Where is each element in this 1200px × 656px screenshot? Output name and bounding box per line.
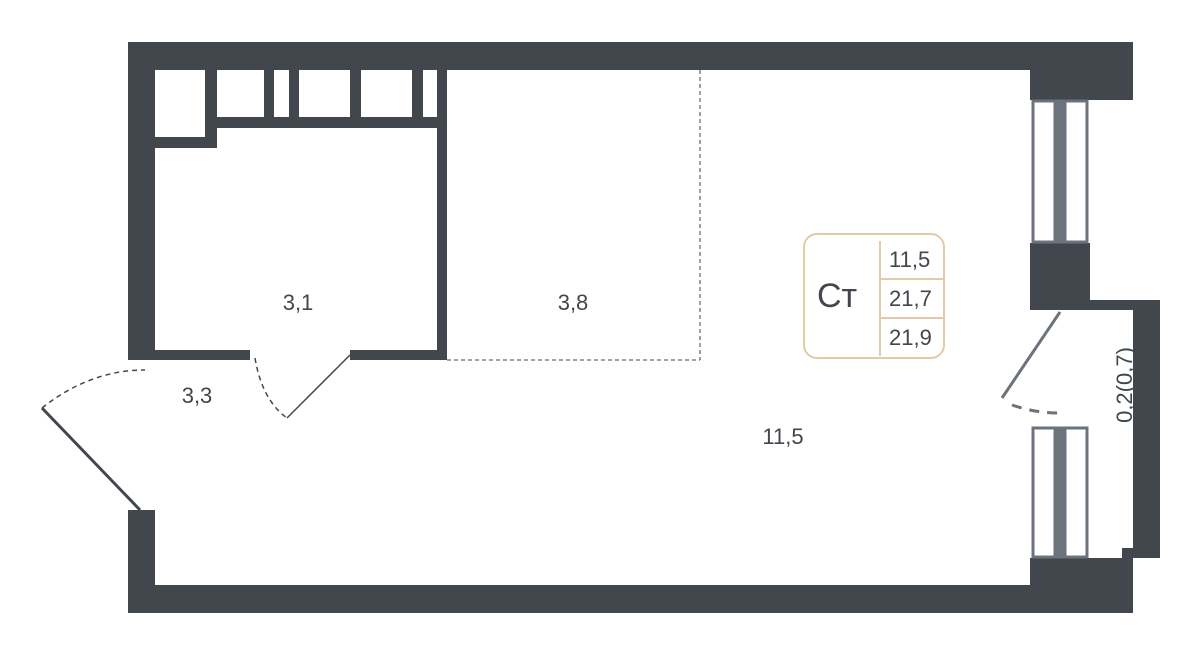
apartment-type: Ст xyxy=(817,277,858,315)
room-area-wardrobe: 3,1 xyxy=(282,290,314,315)
room-area-living: 11,5 xyxy=(762,424,804,449)
room-area-kitchen-zone: 3,8 xyxy=(557,290,589,315)
closet-door-swing xyxy=(254,357,288,419)
apartment-badge: Ст 11,5 21,7 21,9 xyxy=(803,233,945,359)
room-area-hall: 3,3 xyxy=(181,383,213,408)
closet-door xyxy=(286,354,351,419)
entry-door-swing xyxy=(41,369,146,409)
window-top xyxy=(1031,99,1089,244)
living-area: 11,5 xyxy=(879,241,943,278)
window-bottom xyxy=(1031,426,1089,559)
room-area-balcony: 0,2(0,7) xyxy=(1112,347,1137,423)
doors xyxy=(40,70,1062,512)
balcony-door xyxy=(1000,311,1062,399)
balcony-door-swing xyxy=(1011,403,1059,415)
walls xyxy=(128,42,1160,613)
entry-door xyxy=(40,406,142,512)
total-area-with-balcony: 21,9 xyxy=(879,317,943,356)
total-area: 21,7 xyxy=(879,278,943,317)
